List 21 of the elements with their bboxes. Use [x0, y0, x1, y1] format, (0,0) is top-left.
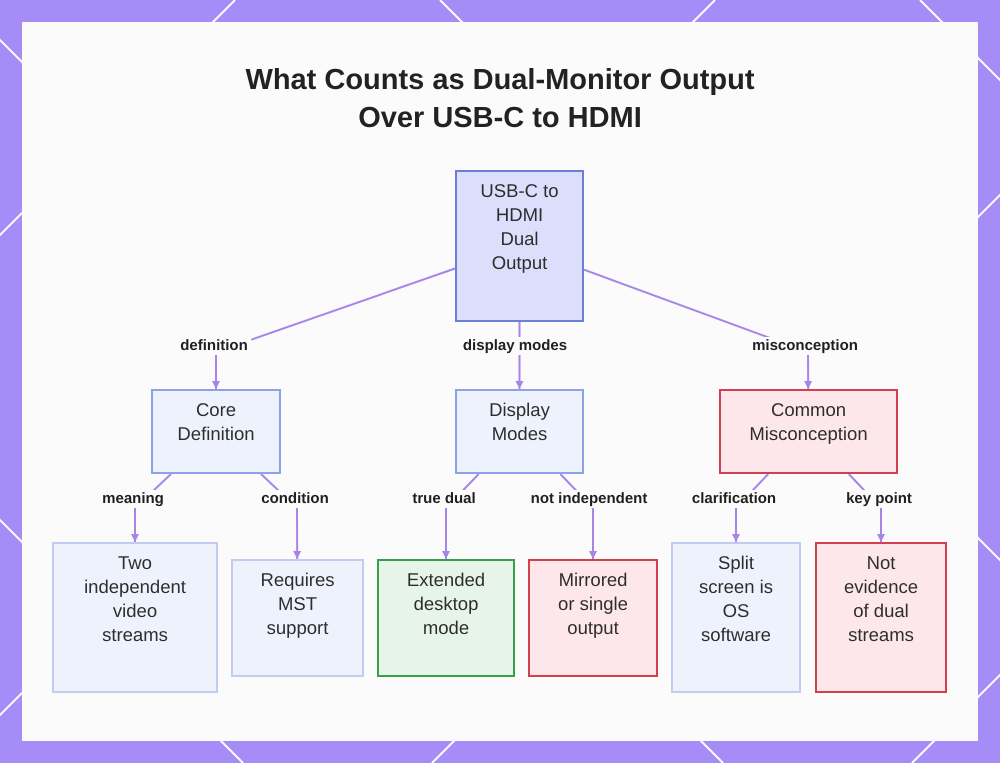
node-text: Core Definition: [176, 398, 256, 446]
topic-box: [455, 170, 584, 322]
concept-box: [455, 389, 584, 474]
node-text: Mirrored or single output: [557, 568, 629, 640]
concept-box: [528, 559, 658, 677]
concept-box: [671, 542, 801, 693]
node-text: Extended desktop mode: [406, 568, 486, 640]
node-text: Not evidence of dual streams: [842, 551, 920, 647]
node-text: Common Misconception: [748, 398, 869, 446]
concept-box: [815, 542, 947, 693]
concept-box: [52, 542, 218, 693]
diagram-title: What Counts as Dual-Monitor Output Over USB-C to HDMI: [244, 63, 756, 136]
node-text: Two independent video streams: [84, 551, 186, 647]
concept-box: [231, 559, 364, 677]
node-text: USB-C to HDMI Dual Output: [479, 179, 560, 275]
node-text: Split screen is OS software: [698, 551, 774, 647]
node-text: Requires MST support: [259, 568, 336, 640]
node-text: Display Modes: [488, 398, 551, 446]
concept-box: [719, 389, 898, 474]
concept-box: [151, 389, 281, 474]
concept-box: [377, 559, 515, 677]
